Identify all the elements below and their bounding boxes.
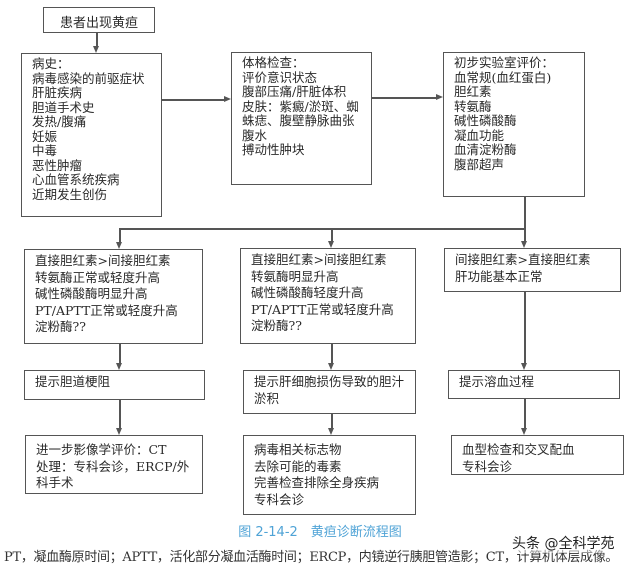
suggestion-box: 提示胆道梗阻 xyxy=(24,370,205,400)
box-item: 提示胆道梗阻 xyxy=(35,374,111,389)
box-item: 间接胆红素>直接胆红素 xyxy=(455,252,591,267)
box-item: 恶性肿瘤 xyxy=(32,157,83,173)
start-label: 患者出现黄疸 xyxy=(59,16,138,31)
box-item: 搏动性肿块 xyxy=(242,142,305,157)
watermark: 头条 @全科学苑 xyxy=(512,533,615,553)
arrow-down-icon xyxy=(521,428,527,435)
box-item: 蛛痣、腹壁静脉曲张 xyxy=(242,113,355,128)
physical-exam-box: 体格检查：评价意识状态腹部压痛/肝脏体积皮肤：紫癜/淤斑、蜘蛛痣、腹壁静脉曲张腹… xyxy=(231,52,372,185)
box-item: 完善检查排除全身疾病 xyxy=(254,475,380,490)
connector xyxy=(331,414,333,428)
box-item: 发热/腹痛 xyxy=(32,114,87,129)
connector xyxy=(524,292,526,363)
box-item: 专科会诊 xyxy=(254,491,305,507)
box-item: 碱性磷酸酶 xyxy=(454,113,517,128)
arrow-down-icon xyxy=(116,242,122,249)
box-item: 淀粉酶?? xyxy=(251,318,302,333)
connector xyxy=(119,344,121,363)
box-item: 淀粉酶?? xyxy=(35,319,86,334)
connector xyxy=(331,344,333,363)
arrow-down-icon xyxy=(116,428,122,435)
box-item: 专科会诊 xyxy=(462,458,513,474)
footnote: PT，凝血酶原时间；APTT，活化部分凝血活酶时间；ERCP，内镜逆行胰胆管造影… xyxy=(4,550,619,565)
box-item: 肝功能基本正常 xyxy=(455,268,543,284)
box-item: 妊娠 xyxy=(32,128,58,144)
box-item: 心血管系统疾病 xyxy=(32,172,120,187)
management-box: 病毒相关标志物去除可能的毒素完善检查排除全身疾病专科会诊 xyxy=(243,435,416,515)
arrow-down-icon xyxy=(521,363,527,370)
box-item: 腹部压痛/肝脏体积 xyxy=(242,84,347,99)
box-item: 胆道手术史 xyxy=(32,99,95,115)
arrow-down-icon xyxy=(521,241,527,248)
arrow-down-icon xyxy=(328,241,334,248)
connector xyxy=(524,399,526,428)
box-item: 中毒 xyxy=(32,143,58,158)
box-item: 提示肝细胞损伤导致的胆汁 xyxy=(254,374,405,389)
box-item: PT/APTT正常或轻度升高 xyxy=(251,301,394,317)
arrow-down-icon xyxy=(116,363,122,370)
lab-evaluation-box: 初步实验室评价：血常规(血红蛋白)胆红素转氨酶碱性磷酸酶凝血功能血清淀粉酶腹部超… xyxy=(443,52,585,197)
connector xyxy=(119,400,121,428)
box-item: 评价意识状态 xyxy=(242,69,318,85)
arrow-down-icon xyxy=(93,46,99,53)
box-item: 去除可能的毒素 xyxy=(254,458,342,474)
box-item: 转氨酶正常或轻度升高 xyxy=(35,269,161,285)
box-title: 初步实验室评价： xyxy=(454,55,555,70)
box-item: 病毒感染的前驱症状 xyxy=(32,70,145,86)
figure-caption: 图 2-14-2 黄疸诊断流程图 xyxy=(238,525,402,540)
box-item: 皮肤：紫癜/淤斑、蜘 xyxy=(242,98,359,114)
box-item: 胆红素 xyxy=(454,84,492,99)
connector xyxy=(331,229,333,241)
arrow-down-icon xyxy=(328,428,334,435)
box-item: 腹水 xyxy=(242,127,268,143)
box-item: 科手术 xyxy=(36,475,74,490)
start-box: 患者出现黄疸 xyxy=(43,7,155,33)
box-item: 转氨酶 xyxy=(454,98,492,114)
connector xyxy=(524,197,526,229)
suggestion-box: 提示肝细胞损伤导致的胆汁淤积 xyxy=(243,370,416,414)
connector xyxy=(96,33,98,47)
box-item: 碱性磷酸酶轻度升高 xyxy=(251,285,364,300)
arrow-right-icon xyxy=(224,96,231,102)
box-item: 淤积 xyxy=(254,390,280,406)
box-item: 凝血功能 xyxy=(454,127,505,143)
box-item: 近期发生创伤 xyxy=(32,186,108,202)
box-item: 直接胆红素>间接胆红素 xyxy=(251,252,387,267)
connector xyxy=(119,229,121,242)
box-title: 病史： xyxy=(32,56,70,71)
box-item: 转氨酶明显升高 xyxy=(251,268,339,284)
box-item: 进一步影像学评价：CT xyxy=(36,442,167,457)
box-item: 碱性磷酸酶明显升高 xyxy=(35,286,148,301)
arrow-right-icon xyxy=(436,94,443,100)
findings-box: 间接胆红素>直接胆红素肝功能基本正常 xyxy=(444,248,621,292)
box-item: 腹部超声 xyxy=(454,156,505,172)
box-title: 体格检查： xyxy=(242,55,305,70)
suggestion-box: 提示溶血过程 xyxy=(448,370,620,399)
box-item: 血型检查和交叉配血 xyxy=(462,442,575,457)
arrow-down-icon xyxy=(328,363,334,370)
connector xyxy=(162,99,224,101)
connector xyxy=(119,228,525,230)
box-item: 血清淀粉酶 xyxy=(454,142,517,157)
box-item: PT/APTT正常或轻度升高 xyxy=(35,302,178,318)
box-item: 提示溶血过程 xyxy=(459,374,535,389)
management-box: 血型检查和交叉配血专科会诊 xyxy=(451,435,624,475)
box-item: 直接胆红素>间接胆红素 xyxy=(35,253,171,268)
history-box: 病史：病毒感染的前驱症状肝脏疾病胆道手术史发热/腹痛妊娠中毒恶性肿瘤心血管系统疾… xyxy=(21,53,162,217)
connector xyxy=(524,229,526,241)
connector xyxy=(372,97,436,99)
box-item: 病毒相关标志物 xyxy=(254,442,342,457)
box-item: 血常规(血红蛋白) xyxy=(454,69,552,85)
box-item: 肝脏疾病 xyxy=(32,85,83,100)
box-item: 处理：专科会诊，ERCP/外 xyxy=(36,458,190,474)
